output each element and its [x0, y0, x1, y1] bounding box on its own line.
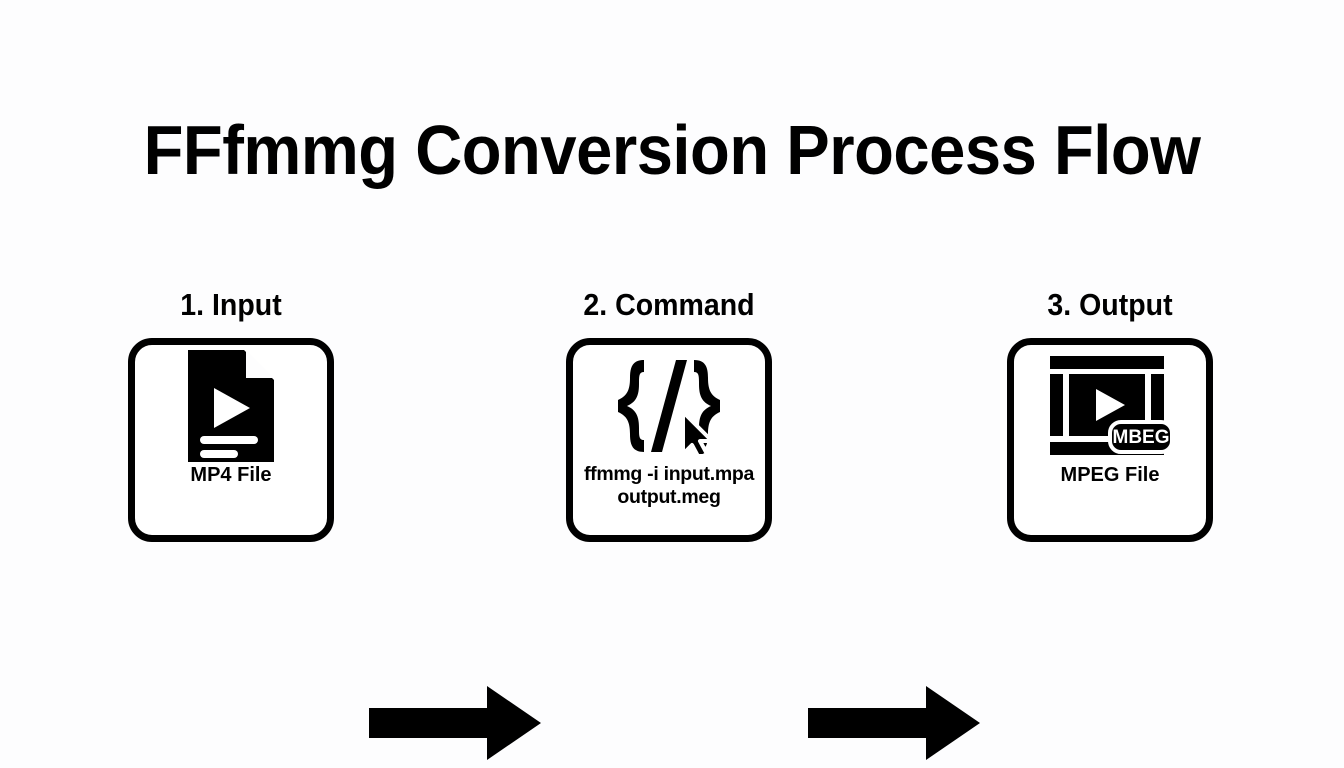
command-line-1: ffmmg -i input.mpa [583, 463, 755, 485]
command-line-2: output.meg [617, 486, 721, 508]
step-card-output[interactable]: MBEG MPEG File [1007, 338, 1213, 542]
card-caption-input: MP4 File [190, 464, 272, 486]
step-card-input[interactable]: MP4 File [128, 338, 334, 542]
flow-step-command[interactable]: 2. Command ffmmg -i input.mpa [566, 286, 772, 542]
step-label-input: 1. Input [180, 287, 282, 322]
step-card-command[interactable]: ffmmg -i input.mpa output.meg [566, 338, 772, 542]
output-format-badge-text: MBEG [1113, 427, 1170, 448]
arrow-command-to-output [808, 686, 980, 760]
step-label-command: 2. Command [583, 287, 755, 322]
conversion-flow: 1. Input MP4 File [0, 286, 1344, 760]
card-caption-output: MPEG File [1060, 464, 1160, 486]
card-caption-command: ffmmg -i input.mpa output.meg [573, 463, 765, 509]
flow-step-output[interactable]: 3. Output [1007, 286, 1213, 542]
step-label-output: 3. Output [1047, 287, 1173, 322]
code-braces-cursor-icon [573, 345, 765, 463]
video-player-icon: MBEG [1014, 345, 1206, 463]
document-video-file-icon [135, 345, 327, 463]
arrow-input-to-command [369, 686, 541, 760]
flow-step-input[interactable]: 1. Input MP4 File [128, 286, 334, 542]
page-title: FFfmmg Conversion Process Flow [143, 111, 1201, 189]
